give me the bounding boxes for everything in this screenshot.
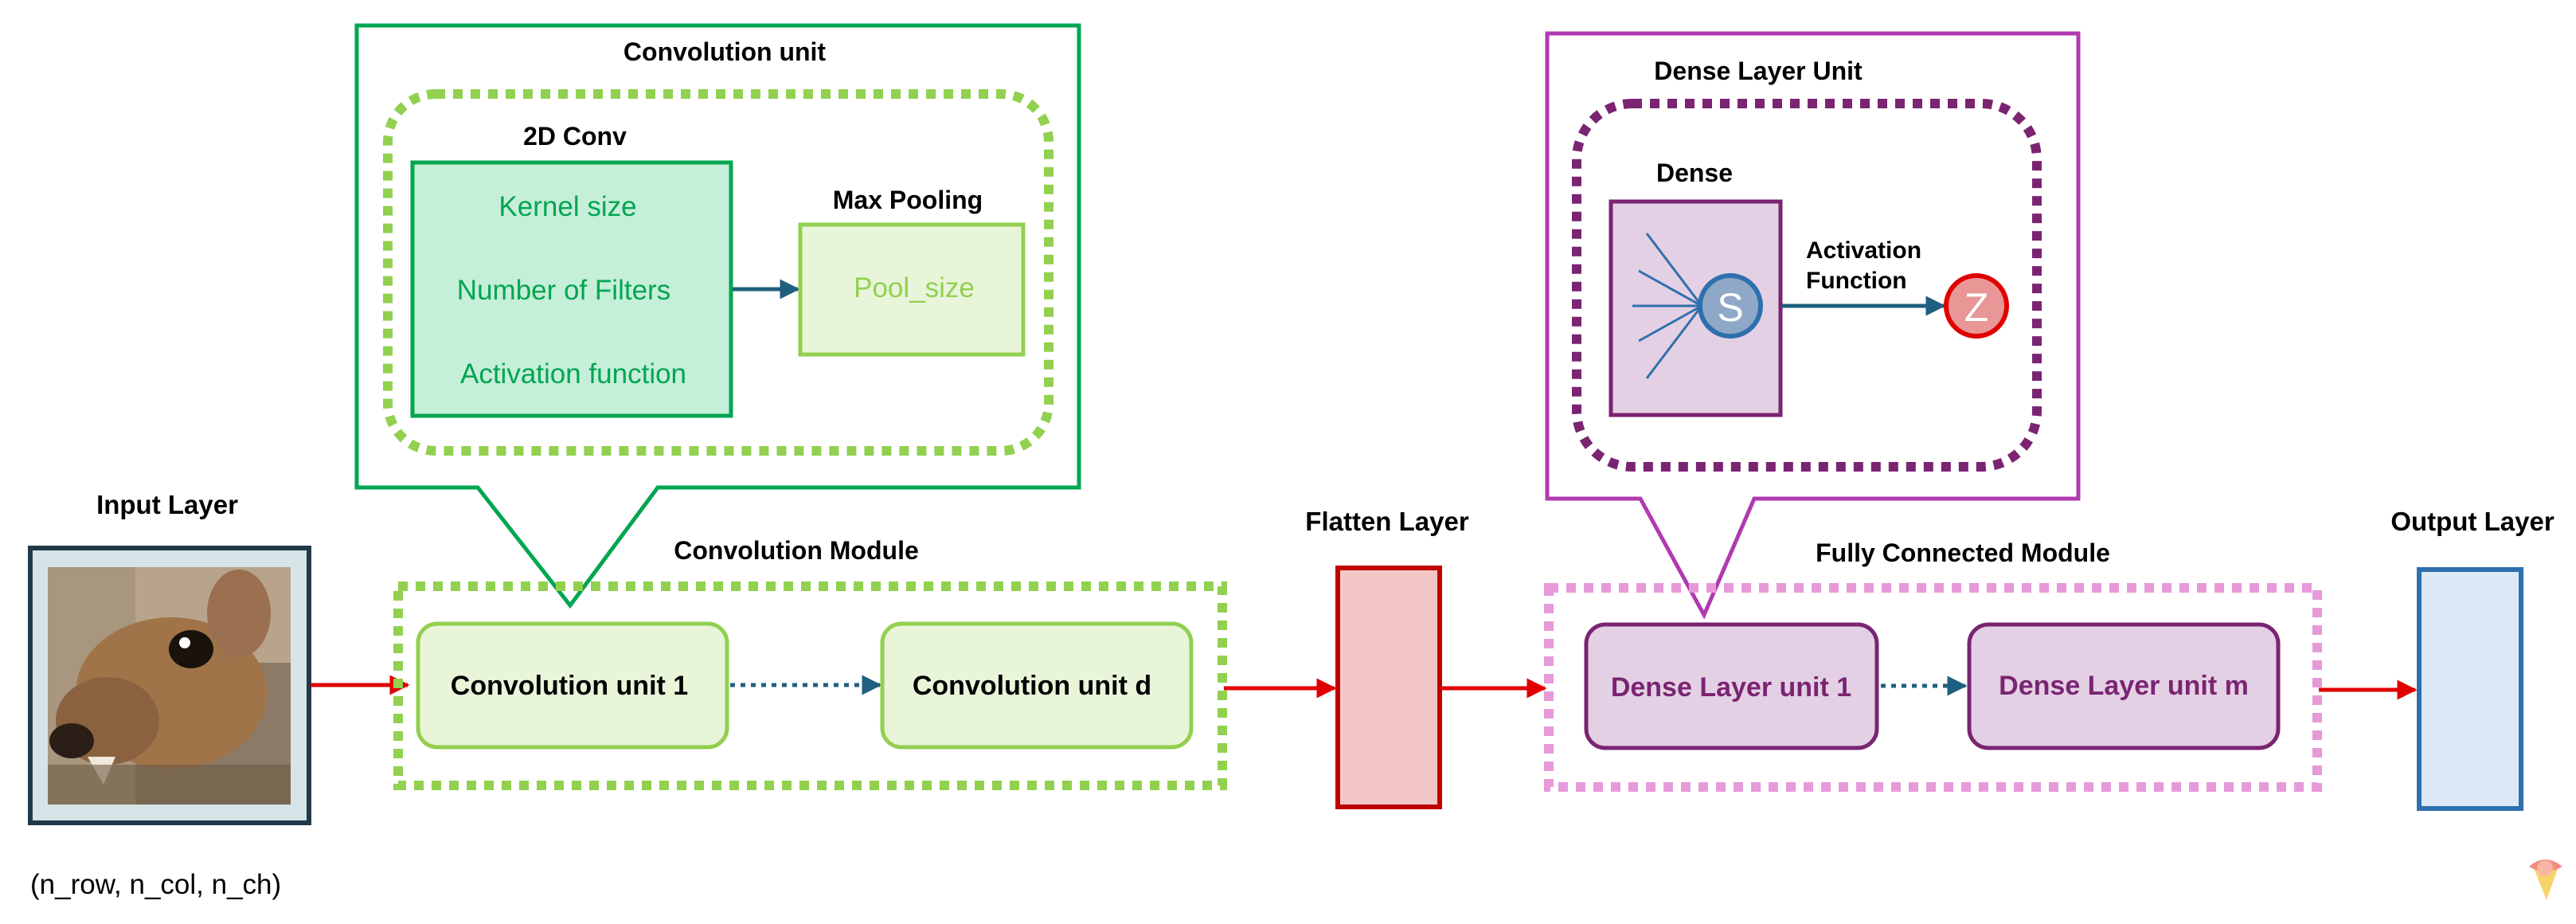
flatten-layer-box bbox=[1335, 566, 1442, 809]
convolution-unit-1-label: Convolution unit 1 bbox=[451, 671, 688, 701]
input-shape-label: (n_row, n_col, n_ch) bbox=[30, 869, 281, 900]
output-layer-title: Output Layer bbox=[2390, 507, 2555, 536]
input-layer-title: Input Layer bbox=[96, 490, 238, 519]
fully-connected-module-border bbox=[1544, 583, 2322, 792]
output-layer-box bbox=[2417, 567, 2523, 811]
activation-label-line1: Activation bbox=[1806, 237, 1921, 264]
dense-title: Dense bbox=[1656, 159, 1733, 187]
flatten-layer-title: Flatten Layer bbox=[1305, 507, 1469, 536]
dense-layer-unit-title: Dense Layer Unit bbox=[1654, 57, 1863, 85]
output-node bbox=[1944, 273, 2009, 339]
conv2d-param-kernel-size: Kernel size bbox=[498, 191, 636, 222]
max-pooling-box bbox=[798, 222, 1026, 357]
dense-layer-unit-1-label: Dense Layer unit 1 bbox=[1611, 672, 1851, 703]
pool-size-param: Pool_size bbox=[854, 272, 975, 303]
fully-connected-module-title: Fully Connected Module bbox=[1816, 538, 2110, 567]
conv2d-title: 2D Conv bbox=[523, 122, 627, 151]
convolution-unit-d-box bbox=[880, 621, 1194, 750]
sum-node bbox=[1698, 273, 1763, 339]
max-pooling-title: Max Pooling bbox=[833, 186, 983, 214]
input-image bbox=[48, 567, 291, 805]
corner-logo-icon bbox=[2529, 859, 2562, 900]
convolution-unit-dotted-border bbox=[383, 89, 1053, 456]
conv2d-param-number-of-filters: Number of Filters bbox=[457, 275, 670, 306]
sum-symbol: S bbox=[1717, 285, 1743, 330]
output-symbol: Z bbox=[1964, 285, 1989, 330]
dense-layer-unit-m-box bbox=[1967, 622, 2281, 750]
conv2d-param-activation-function: Activation function bbox=[460, 358, 686, 390]
activation-label-line2: Function bbox=[1806, 268, 1907, 294]
convolution-unit-1-box bbox=[416, 621, 729, 750]
convolution-unit-title: Convolution unit bbox=[623, 37, 827, 66]
conv2d-box bbox=[410, 160, 733, 418]
convolution-module-border bbox=[393, 581, 1227, 790]
convolution-unit-d-label: Convolution unit d bbox=[913, 671, 1151, 701]
dense-layer-unit-m-label: Dense Layer unit m bbox=[1999, 671, 2249, 701]
dense-layer-unit-dotted-border bbox=[1572, 99, 2042, 472]
dense-input-lines bbox=[1632, 233, 1703, 379]
convolution-module-title: Convolution Module bbox=[674, 536, 919, 565]
dense-layer-unit-1-box bbox=[1584, 622, 1879, 750]
